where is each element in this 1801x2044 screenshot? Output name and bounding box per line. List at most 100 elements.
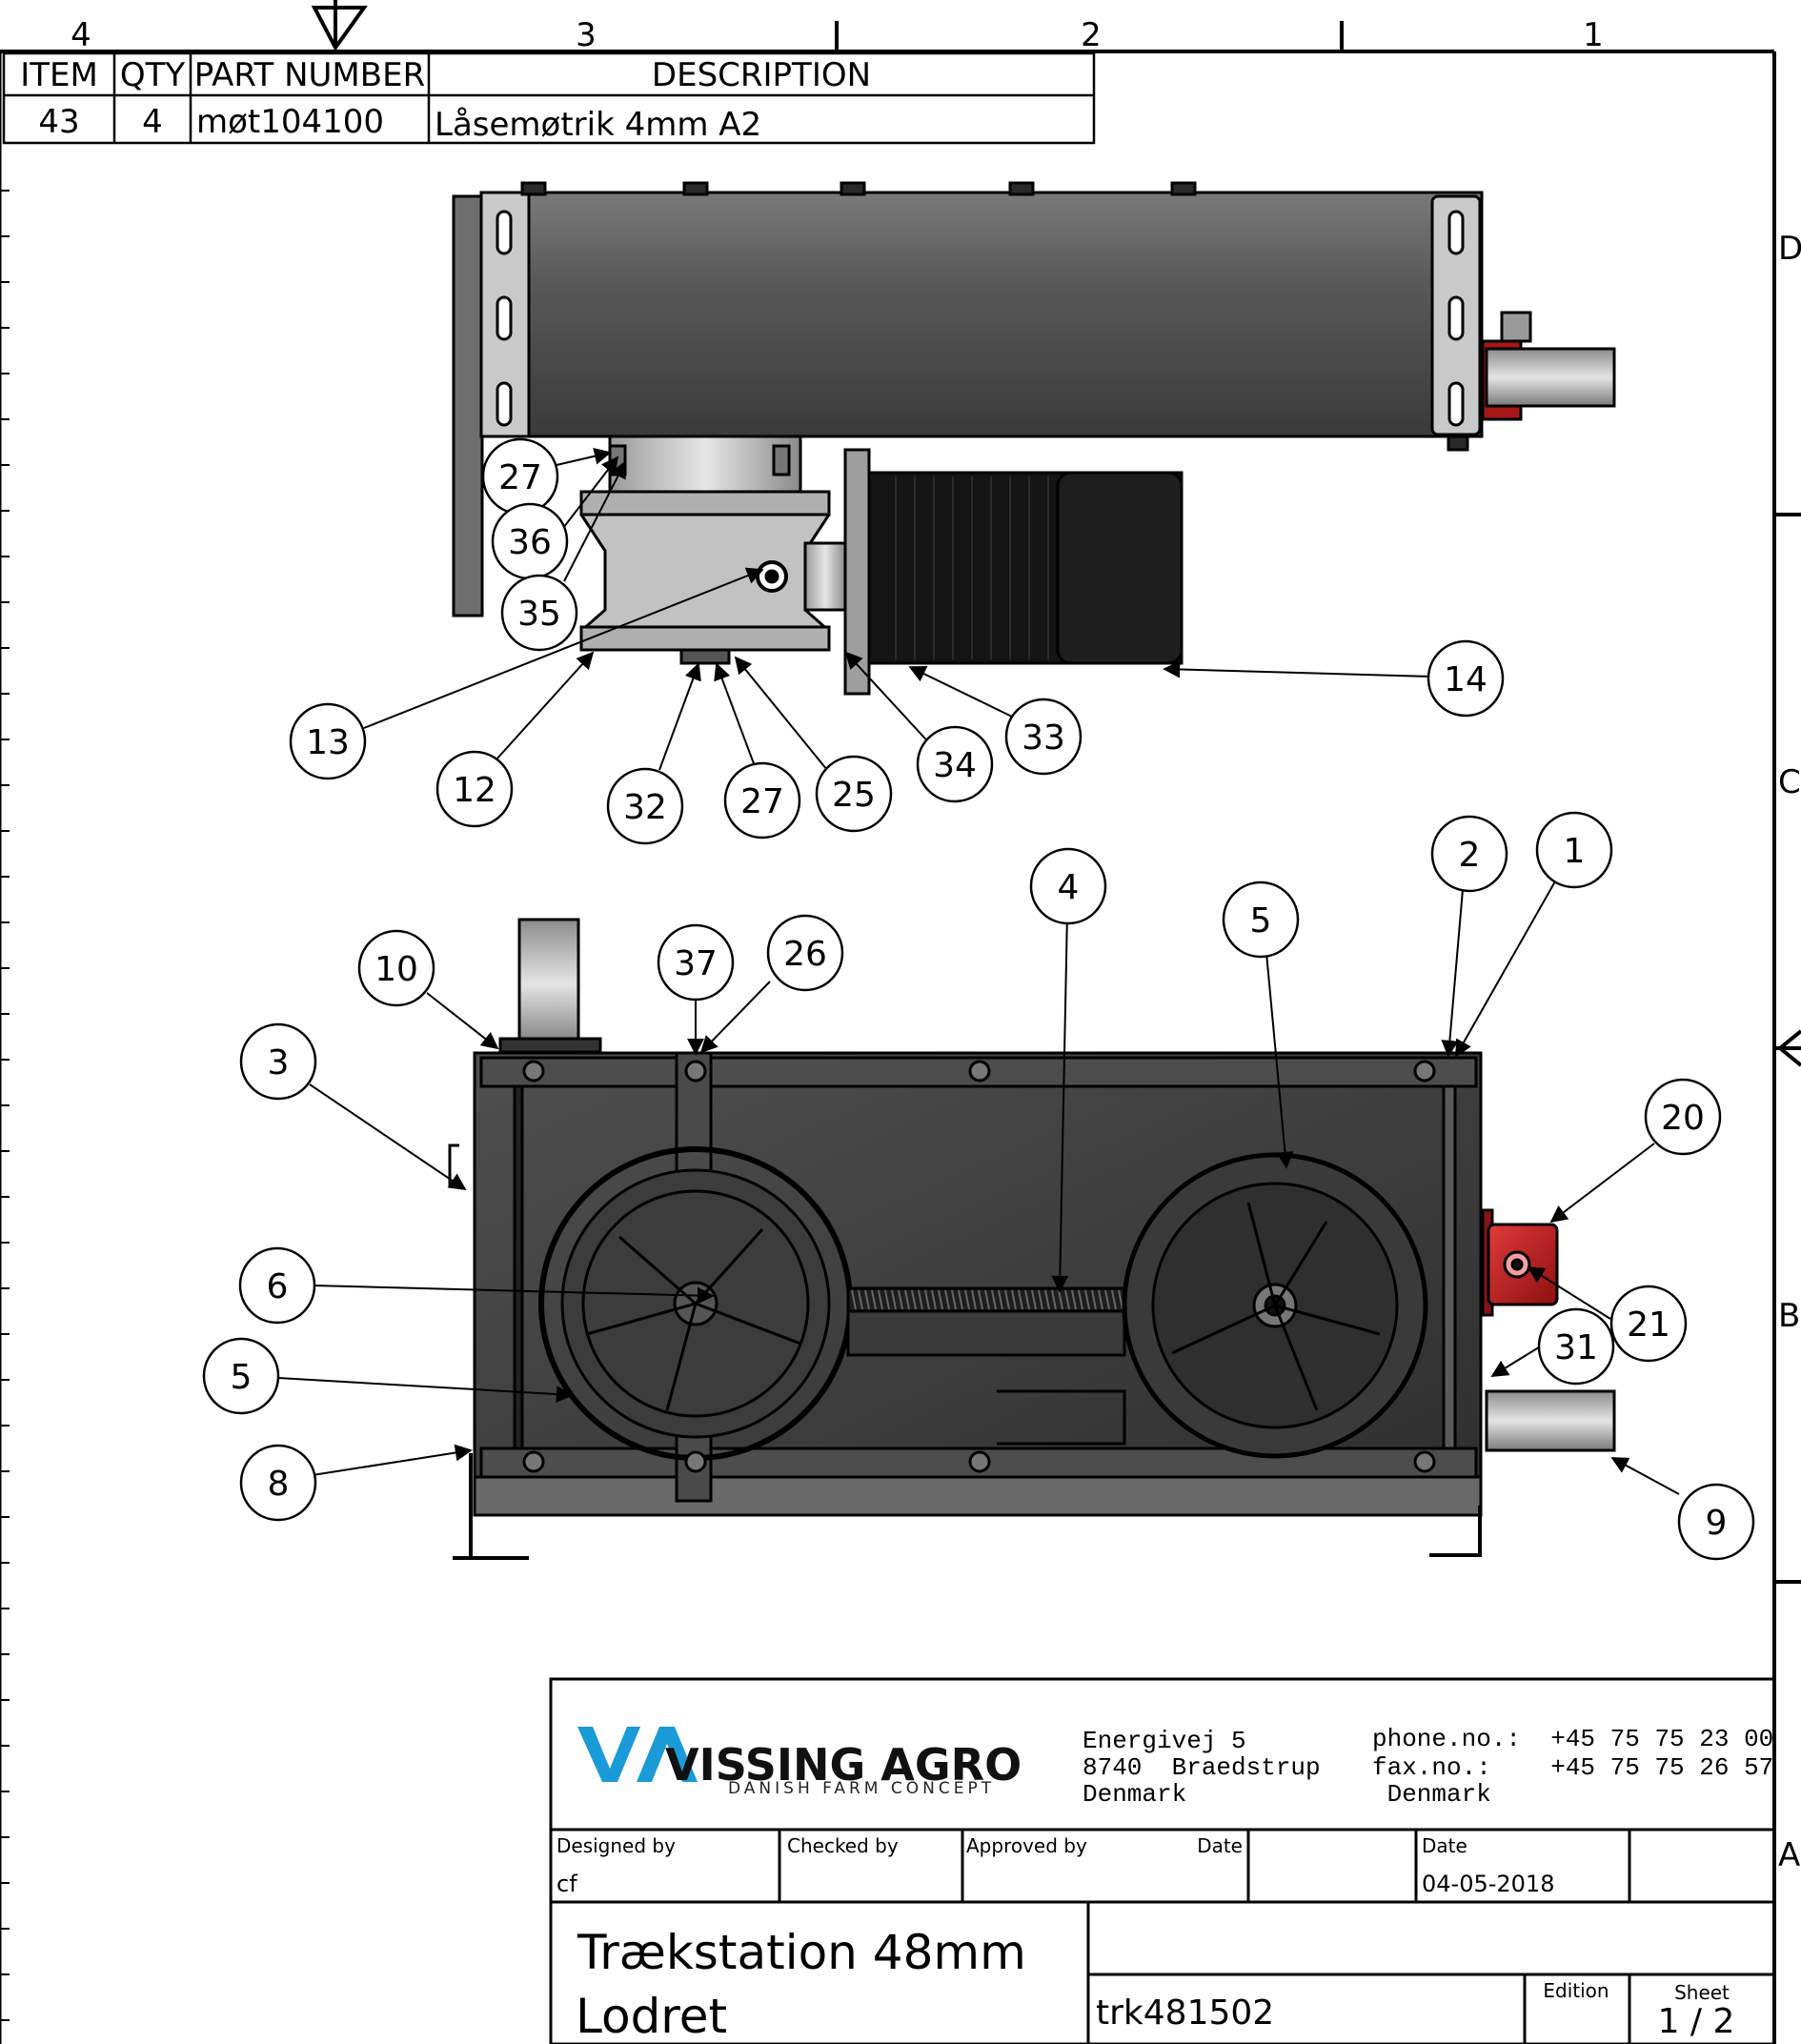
svg-text:5: 5 bbox=[231, 1358, 253, 1397]
svg-text:8: 8 bbox=[268, 1465, 290, 1504]
screw-thread bbox=[978, 1289, 983, 1310]
balloon-item-1: 1 bbox=[1535, 811, 1613, 889]
svg-text:26: 26 bbox=[783, 935, 827, 974]
bom-header-part-number: PART NUMBER bbox=[194, 56, 425, 94]
balloon-item-13: 13 bbox=[289, 702, 367, 780]
svg-text:36: 36 bbox=[508, 523, 552, 562]
svg-text:34: 34 bbox=[933, 746, 977, 785]
screw-thread bbox=[1071, 1289, 1077, 1310]
screw-thread bbox=[1024, 1289, 1030, 1310]
screw-thread bbox=[931, 1289, 937, 1310]
balloon-item-21: 21 bbox=[1609, 1285, 1688, 1363]
zone-row-D: D bbox=[1778, 230, 1801, 268]
title-block: VISSING AGRO DANISH FARM CONCEPT Energiv… bbox=[549, 1677, 1776, 2044]
screw-thread bbox=[904, 1289, 910, 1310]
bom-cell-part-number: møt104100 bbox=[196, 103, 384, 141]
balloon-item-31: 31 bbox=[1537, 1307, 1615, 1386]
va-logo-mark-icon bbox=[577, 1727, 698, 1782]
bom-cell-item: 43 bbox=[38, 103, 79, 141]
screw-thread bbox=[1104, 1289, 1110, 1310]
balloon-item-4: 4 bbox=[1029, 847, 1107, 925]
svg-text:27: 27 bbox=[498, 458, 542, 497]
screw-thread bbox=[1111, 1289, 1117, 1310]
balloon-item-5-left: 5 bbox=[202, 1337, 280, 1415]
svg-text:10: 10 bbox=[374, 950, 418, 989]
svg-text:33: 33 bbox=[1022, 718, 1065, 758]
top-view bbox=[452, 181, 1616, 696]
screw-thread bbox=[938, 1289, 943, 1310]
approval-date-label: Date bbox=[1197, 1834, 1243, 1857]
balloon-item-10: 10 bbox=[357, 929, 435, 1007]
zone-column-3: 3 bbox=[576, 16, 597, 54]
svg-text:12: 12 bbox=[453, 771, 496, 810]
balloon-item-27: 27 bbox=[481, 437, 559, 516]
designed-by-value: cf bbox=[556, 1871, 577, 1897]
balloon-item-3: 3 bbox=[239, 1022, 317, 1101]
balloon-item-36: 36 bbox=[491, 502, 569, 580]
sheet-value: 1 / 2 bbox=[1658, 2002, 1735, 2041]
screw-thread bbox=[871, 1289, 877, 1310]
screw-thread bbox=[998, 1289, 1003, 1310]
screw-thread bbox=[864, 1289, 870, 1310]
address-line-2: 8740 Braedstrup bbox=[1083, 1753, 1321, 1782]
svg-text:3: 3 bbox=[268, 1043, 290, 1083]
screw-thread bbox=[858, 1289, 863, 1310]
approved-by-label: Approved by bbox=[966, 1834, 1087, 1857]
item-balloons: 27 36 35 13 12 32 27 25 34 33 14 2 1 4 5… bbox=[202, 437, 1755, 1561]
zone-column-1: 1 bbox=[1583, 16, 1604, 54]
screw-thread bbox=[1084, 1289, 1090, 1310]
svg-text:14: 14 bbox=[1444, 660, 1487, 699]
screw-thread bbox=[924, 1289, 930, 1310]
svg-text:32: 32 bbox=[623, 788, 667, 827]
zone-row-A: A bbox=[1778, 1836, 1800, 1874]
edition-label: Edition bbox=[1543, 1979, 1609, 2002]
company-tagline: DANISH FARM CONCEPT bbox=[728, 1779, 995, 1798]
screw-thread bbox=[918, 1289, 923, 1310]
screw-thread bbox=[991, 1289, 997, 1310]
screw-thread bbox=[911, 1289, 917, 1310]
screw-thread bbox=[898, 1289, 903, 1310]
svg-text:4: 4 bbox=[1058, 868, 1080, 907]
svg-text:31: 31 bbox=[1554, 1328, 1598, 1367]
balloon-item-5-top: 5 bbox=[1222, 880, 1300, 959]
leader-lines bbox=[277, 447, 1680, 1495]
phone-number: phone.no.: +45 75 75 23 00 bbox=[1372, 1725, 1773, 1753]
screw-thread bbox=[1058, 1289, 1063, 1310]
bom-header-description: DESCRIPTION bbox=[652, 56, 871, 94]
svg-text:9: 9 bbox=[1706, 1504, 1728, 1543]
screw-thread bbox=[1038, 1289, 1043, 1310]
screw-thread bbox=[1044, 1289, 1050, 1310]
screw-thread bbox=[1078, 1289, 1083, 1310]
contact-country: Denmark bbox=[1372, 1780, 1491, 1809]
screw-thread bbox=[944, 1289, 950, 1310]
zone-column-4: 4 bbox=[71, 16, 91, 54]
date-value: 04-05-2018 bbox=[1422, 1871, 1554, 1897]
screw-thread bbox=[1004, 1289, 1010, 1310]
screw-thread bbox=[1118, 1289, 1123, 1310]
balloon-item-8: 8 bbox=[239, 1444, 317, 1522]
screw-thread bbox=[1018, 1289, 1023, 1310]
zone-row-C: C bbox=[1778, 763, 1801, 801]
balloon-item-35: 35 bbox=[500, 574, 578, 652]
svg-text:6: 6 bbox=[267, 1267, 289, 1306]
balloon-item-26: 26 bbox=[766, 914, 844, 992]
balloon-item-2: 2 bbox=[1430, 815, 1508, 893]
bom-cell-description: Låsemøtrik 4mm A2 bbox=[435, 106, 761, 144]
balloon-item-34: 34 bbox=[916, 725, 994, 803]
svg-text:2: 2 bbox=[1459, 836, 1481, 875]
screw-thread bbox=[884, 1289, 890, 1310]
svg-text:13: 13 bbox=[306, 723, 350, 762]
drawing-title-line-2: Lodret bbox=[576, 1989, 727, 2044]
screw-thread bbox=[1031, 1289, 1037, 1310]
balloon-item-20: 20 bbox=[1644, 1078, 1722, 1156]
screw-thread bbox=[958, 1289, 963, 1310]
balloon-item-33: 33 bbox=[1004, 698, 1083, 776]
balloon-item-25: 25 bbox=[815, 755, 893, 833]
sheet-label: Sheet bbox=[1674, 1981, 1730, 2004]
screw-thread bbox=[851, 1289, 857, 1310]
balloon-item-37: 37 bbox=[657, 923, 735, 1002]
bom-header-item: ITEM bbox=[20, 56, 98, 94]
company-logo bbox=[577, 1727, 698, 1782]
balloon-item-27b: 27 bbox=[723, 761, 801, 840]
